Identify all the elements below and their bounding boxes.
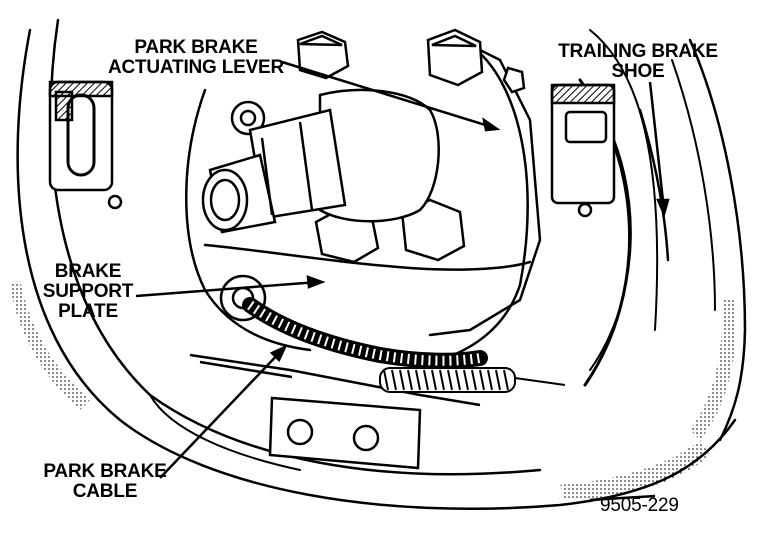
label-line: ACTUATING LEVER	[107, 57, 285, 78]
label-line: PARK BRAKE	[134, 37, 258, 58]
support-plate-contour	[185, 88, 312, 352]
right-shoe-clip	[550, 83, 616, 218]
label-line: BRAKE	[54, 261, 122, 282]
adjuster-spring	[379, 367, 566, 393]
label-line: CABLE	[72, 481, 138, 502]
label-line: TRAILING BRAKE	[558, 41, 718, 62]
figure-id: 9505-229	[600, 495, 679, 516]
axle-spindle	[201, 88, 440, 234]
left-spring-clip	[48, 80, 123, 210]
leader-lines	[135, 60, 670, 502]
label-line: SUPPORT	[42, 281, 134, 302]
lower-anchor-plate	[268, 396, 422, 470]
actuating-lever-plate	[428, 43, 542, 337]
label-line: PLATE	[58, 301, 118, 322]
label-park-brake-actuating-lever: PARK BRAKE ACTUATING LEVER	[96, 38, 296, 78]
label-park-brake-cable: PARK BRAKE CABLE	[40, 462, 170, 502]
label-line: SHOE	[611, 61, 665, 82]
park-brake-cable-drawing	[189, 274, 488, 407]
label-brake-support-plate: BRAKE SUPPORT PLATE	[38, 262, 138, 322]
label-line: PARK BRAKE	[43, 461, 167, 482]
label-trailing-brake-shoe: TRAILING BRAKE SHOE	[548, 42, 728, 82]
